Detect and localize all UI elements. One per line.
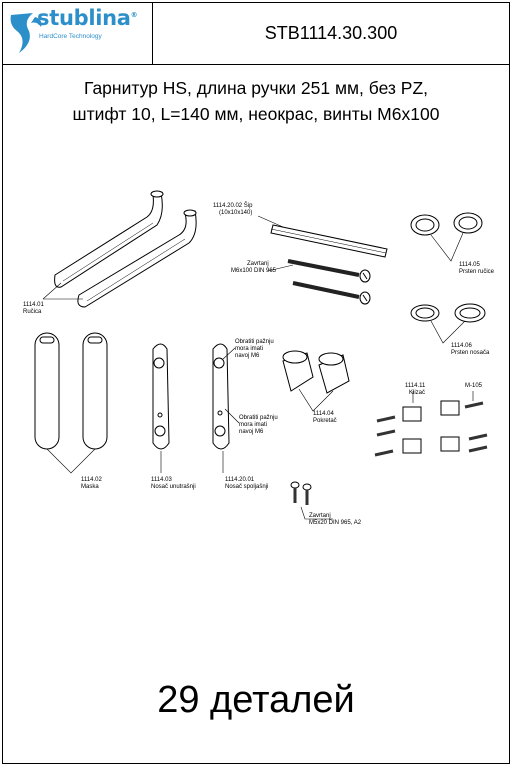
carriers-drawing [152,343,240,473]
drivers-drawing [282,350,350,412]
exploded-parts-drawing [34,190,488,520]
short-screws-drawing [290,481,333,520]
carrier-rings-drawing [410,303,486,344]
company-logo: stublina® HardCore Technology [3,3,153,64]
parts-count: 29 деталей [157,679,355,721]
logo-tagline: HardCore Technology [39,33,102,40]
description-line-2: штифт 10, L=140 мм, неокрас, винты M6x10… [72,104,440,124]
handle-rings-drawing [410,212,483,262]
m105-label: M-105 [465,383,483,389]
mask-drawing [34,332,108,474]
title-block-header: stublina® HardCore Technology STB1114.30… [3,3,509,65]
logo-swoosh-icon [10,13,42,53]
product-description: Гарнитур HS, длина ручки 251 мм, без PZ,… [3,75,509,127]
article-code: STB1114.30.300 [264,23,398,43]
pin-label: 1114.20.02 Šip(10x10x140) [213,203,253,216]
handle-drawing [42,190,197,308]
logo-wordmark: stublina® [37,6,138,30]
long-screws-drawing [267,259,371,305]
pin-drawing [257,215,388,258]
description-line-1: Гарнитур HS, длина ручки 251 мм, без PZ, [83,78,429,98]
sliders-drawing [374,391,488,457]
